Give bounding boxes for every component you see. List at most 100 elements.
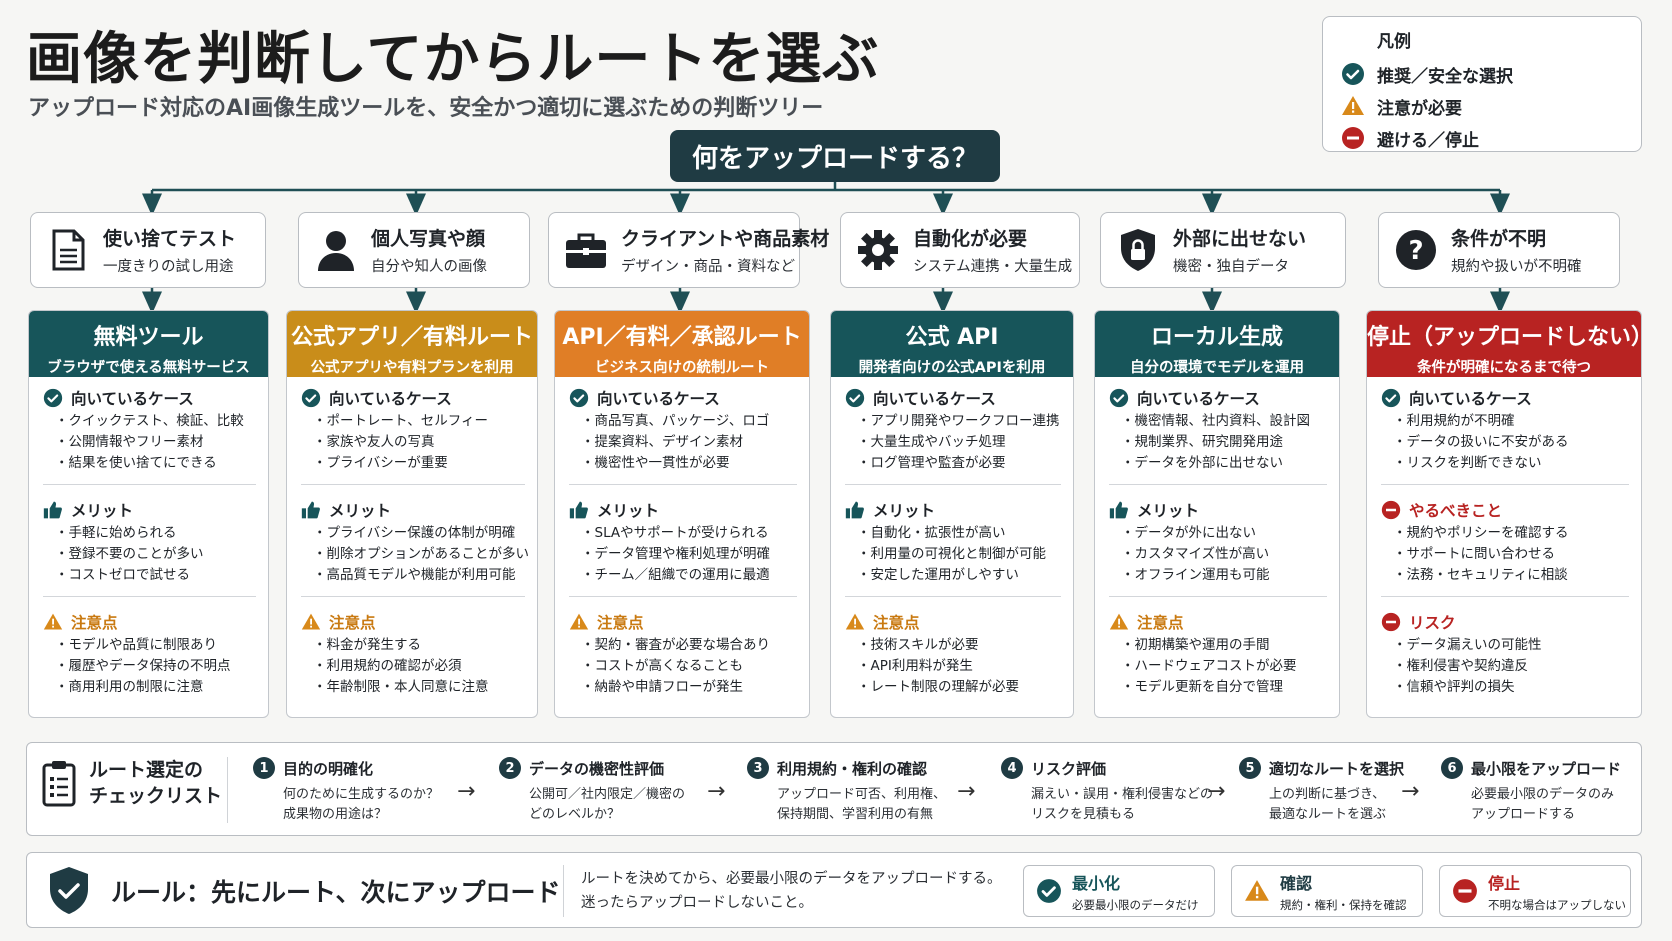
legend-title: 凡例 (1377, 32, 1411, 52)
rule-badge-minimize: 最小化必要最小限のデータだけ (1023, 865, 1215, 917)
page-subtitle: アップロード対応のAI画像生成ツールを、安全かつ適切に選ぶための判断ツリー (28, 96, 824, 121)
route-sub: 公式アプリや有料プランを利用 (310, 360, 514, 376)
route-header: ローカル生成 自分の環境でモデルを運用 (1095, 311, 1339, 377)
route-card-free-tool: 無料ツール ブラウザで使える無料サービス 向いているケース クイックテスト、検証… (28, 310, 269, 718)
step-number: 1 (253, 757, 275, 779)
divider (43, 484, 256, 485)
list-item: 技術スキルが必要 (857, 635, 1061, 656)
question-box-unclear: ? 条件が不明規約や扱いが不明確 (1378, 212, 1620, 288)
route-title: 無料ツール (93, 325, 204, 350)
section-suitable: 向いているケース クイックテスト、検証、比較公開情報やフリー素材結果を使い捨てに… (43, 385, 256, 474)
list-item: モデル更新を自分で管理 (1121, 677, 1327, 698)
arrow-icon: → (707, 779, 726, 804)
route-sub: 条件が明確になるまで待つ (1417, 360, 1591, 376)
rule-badge-stop: 停止不明な場合はアップしない (1439, 865, 1631, 917)
arrow-icon: → (1401, 779, 1420, 804)
section-suitable: 向いているケース アプリ開発やワークフロー連携大量生成やバッチ処理ログ管理や監査… (845, 385, 1061, 474)
step-title: 適切なルートを選択 (1269, 759, 1405, 778)
question-box-confidential: 外部に出せない機密・独自データ (1100, 212, 1346, 288)
route-card-stop: 停止（アップロードしない） 条件が明確になるまで待つ 向いているケース 利用規約… (1366, 310, 1642, 718)
list-item: 信頼や評判の損失 (1393, 677, 1629, 698)
list-item: 大量生成やバッチ処理 (857, 432, 1061, 453)
step-desc: アップロード可否、利用権、 (777, 787, 947, 802)
person-icon (313, 227, 359, 273)
section-caution: 注意点 契約・審査が必要な場合ありコストが高くなることも納齢や申請フローが発生 (569, 609, 797, 698)
question-box-disposable: 使い捨てテスト一度きりの試し用途 (30, 212, 266, 288)
divider (1381, 484, 1629, 485)
check-circle-icon (569, 388, 589, 408)
list-item: 登録不要のことが多い (55, 544, 256, 565)
step-desc: 何のために生成するのか？ (283, 787, 440, 802)
svg-text:?: ? (1408, 236, 1423, 266)
list-item: 法務・セキュリティに相談 (1393, 565, 1629, 586)
stop-icon (1453, 879, 1477, 903)
route-title: 公式アプリ／有料ルート (290, 325, 533, 350)
step-number: 3 (747, 757, 769, 779)
check-circle-icon (1381, 388, 1401, 408)
clipboard-icon (42, 761, 76, 807)
divider (1109, 484, 1327, 485)
list-item: プライバシー保護の体制が明確 (313, 523, 525, 544)
section-title: 向いているケース (71, 390, 194, 408)
list-item: 安定した運用がしやすい (857, 565, 1061, 586)
warning-icon (301, 613, 321, 630)
question-box-personal-photo: 個人写真や顔自分や知人の画像 (298, 212, 530, 288)
divider (563, 865, 564, 917)
section-title: 注意点 (71, 614, 118, 632)
question-sub: デザイン・商品・資料など (621, 259, 795, 275)
question-icon: ? (1393, 227, 1439, 273)
question-sub: 一度きりの試し用途 (103, 259, 234, 275)
route-header: 公式アプリ／有料ルート 公式アプリや有料プランを利用 (287, 311, 537, 377)
stop-icon (1381, 612, 1401, 632)
route-title: ローカル生成 (1150, 325, 1283, 350)
section-title: 注意点 (1137, 614, 1184, 632)
route-card-local: ローカル生成 自分の環境でモデルを運用 向いているケース 機密情報、社内資料、設… (1094, 310, 1340, 718)
step-title: 最小限をアップロード (1471, 759, 1622, 778)
list-item: 契約・審査が必要な場合あり (581, 635, 797, 656)
step-desc: どのレベルか？ (529, 807, 621, 822)
divider (569, 596, 797, 597)
step-desc: 保持期間、学習利用の有無 (777, 807, 934, 822)
thumbs-up-icon (1109, 501, 1128, 519)
legend: 凡例 推奨／安全な選択 注意が必要 避ける／停止 (1322, 16, 1642, 152)
section-risk: リスク データ漏えいの可能性権利侵害や契約違反信頼や評判の損失 (1381, 609, 1629, 698)
list-item: 規制業界、研究開発用途 (1121, 432, 1327, 453)
section-title: メリット (597, 502, 660, 520)
divider (1109, 596, 1327, 597)
list-item: プライバシーが重要 (313, 453, 525, 474)
divider (845, 484, 1061, 485)
section-title: 向いているケース (329, 390, 452, 408)
list-item: 結果を使い捨てにできる (55, 453, 256, 474)
warning-icon (1342, 96, 1364, 115)
section-suitable: 向いているケース 利用規約が不明確データの扱いに不安があるリスクを判断できない (1381, 385, 1629, 474)
badge-title: 停止 (1488, 873, 1521, 893)
list-item: API利用料が発生 (857, 656, 1061, 677)
question-sub: 規約や扱いが不明確 (1451, 259, 1582, 275)
check-circle-icon (301, 388, 321, 408)
section-title: 向いているケース (1137, 390, 1260, 408)
question-title: 自動化が必要 (913, 228, 1028, 250)
list-item: モデルや品質に制限あり (55, 635, 256, 656)
section-title: リスク (1409, 614, 1456, 632)
list-item: 初期構築や運用の手間 (1121, 635, 1327, 656)
question-sub: 機密・独自データ (1173, 259, 1289, 275)
route-card-api-approved: API／有料／承認ルート ビジネス向けの統制ルート 向いているケース 商品写真、… (554, 310, 810, 718)
thumbs-up-icon (301, 501, 320, 519)
badge-title: 確認 (1280, 873, 1313, 893)
step-desc: 漏えい・誤用・権利侵害などの (1031, 787, 1214, 802)
section-suitable: 向いているケース 機密情報、社内資料、設計図規制業界、研究開発用途データを外部に… (1109, 385, 1327, 474)
gear-icon (855, 227, 901, 273)
legend-label: 注意が必要 (1377, 98, 1462, 119)
check-circle-icon (1342, 63, 1364, 85)
list-item: データが外に出ない (1121, 523, 1327, 544)
step-number: 5 (1239, 757, 1261, 779)
list-item: サポートに問い合わせる (1393, 544, 1629, 565)
section-title: メリット (873, 502, 936, 520)
step-desc: アップロードする (1471, 807, 1576, 822)
check-circle-icon (1037, 879, 1061, 903)
list-item: データ管理や権利処理が明確 (581, 544, 797, 565)
step-desc: リスクを見積もる (1031, 807, 1136, 822)
list-item: レート制限の理解が必要 (857, 677, 1061, 698)
